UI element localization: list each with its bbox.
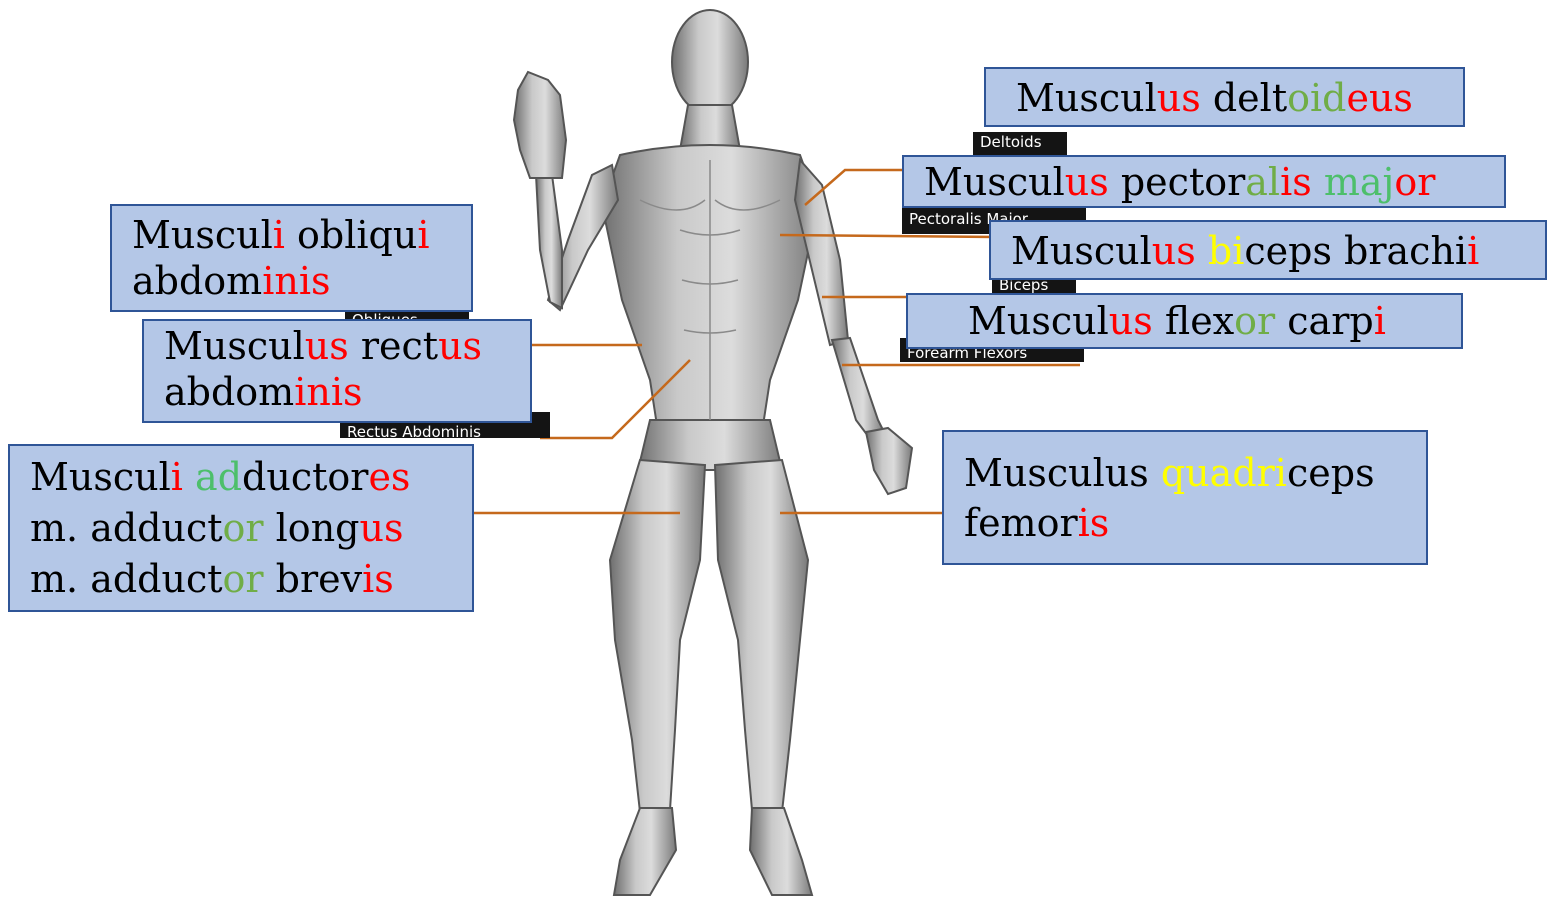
label-segment: Muscul [1016, 76, 1157, 120]
label-segment: us [305, 324, 349, 368]
label-segment: femor [964, 501, 1078, 545]
label-segment: Muscul [164, 324, 305, 368]
label-line: Musculi adductores [30, 452, 452, 503]
label-segment: ad [195, 455, 242, 499]
label-segment: ceps brachi [1244, 229, 1467, 273]
label-line: femoris [964, 498, 1406, 548]
label-musculus-pectoralis-major: Musculus pectoralis major [902, 155, 1506, 208]
figure-right-foot [614, 808, 676, 895]
human-muscle-figure [514, 10, 912, 895]
label-segment: us [1152, 229, 1196, 273]
label-segment: quadri [1161, 451, 1287, 495]
label-musculus-deltoideus: Musculus deltoideus [984, 67, 1465, 127]
label-segment: i [417, 213, 429, 257]
label-segment: bi [1208, 229, 1244, 273]
label-segment: Muscul [132, 213, 273, 257]
label-segment [1196, 229, 1208, 273]
label-line: Musculus quadriceps [964, 448, 1406, 498]
label-line: Musculi obliqui [132, 212, 451, 258]
label-segment: i [273, 213, 285, 257]
label-musculus-biceps-brachii: Musculus biceps brachii [989, 220, 1547, 280]
label-segment: Muscul [924, 160, 1065, 204]
label-line: Musculus flexor carpi [968, 295, 1441, 347]
label-segment: i [1374, 299, 1386, 343]
label-musculus-flexor-carpi: Musculus flexor carpi [906, 293, 1463, 349]
label-segment: is [1280, 160, 1312, 204]
label-segment: Muscul [1011, 229, 1152, 273]
figure-lower-forearm [832, 338, 884, 436]
label-segment: inis [294, 370, 362, 414]
label-line: Musculus deltoideus [1016, 69, 1443, 127]
label-line: Musculus pectoralis major [924, 157, 1484, 207]
label-segment: or [223, 506, 264, 550]
label-segment: abdom [164, 370, 294, 414]
label-segment: Musculus [964, 451, 1161, 495]
label-segment: oid [1287, 76, 1346, 120]
label-segment: or [223, 557, 264, 601]
label-line: abdominis [132, 258, 451, 304]
label-segment: or [1234, 299, 1275, 343]
label-segment: carp [1275, 299, 1374, 343]
label-segment: us [1157, 76, 1201, 120]
figure-raised-forearm [536, 175, 562, 308]
label-segment: brev [264, 557, 363, 601]
label-line: Musculus biceps brachii [1011, 222, 1525, 280]
label-segment: or [1394, 160, 1435, 204]
label-segment: us [438, 324, 482, 368]
label-segment [183, 455, 195, 499]
label-segment: Muscul [968, 299, 1109, 343]
label-segment: us [360, 506, 404, 550]
label-segment: al [1245, 160, 1280, 204]
label-segment: flex [1153, 299, 1234, 343]
label-segment: Muscul [30, 455, 171, 499]
label-segment: m. adduct [30, 506, 223, 550]
label-segment: delt [1201, 76, 1287, 120]
figure-head [672, 10, 748, 114]
label-segment: m. adduct [30, 557, 223, 601]
label-segment: ductor [242, 455, 368, 499]
label-segment: is [362, 557, 394, 601]
label-segment: us [1109, 299, 1153, 343]
label-segment: eus [1346, 76, 1412, 120]
label-segment: es [368, 455, 410, 499]
label-line: abdominis [164, 369, 510, 415]
label-segment: ceps [1287, 451, 1375, 495]
label-line: m. adductor brevis [30, 554, 452, 605]
label-segment: maj [1312, 160, 1395, 204]
label-segment: abdom [132, 259, 262, 303]
label-segment: rect [349, 324, 438, 368]
label-segment: i [171, 455, 183, 499]
label-segment: pector [1109, 160, 1246, 204]
label-segment: us [1065, 160, 1109, 204]
label-segment: is [1078, 501, 1110, 545]
figure-neck [680, 105, 740, 150]
tag-deltoids: Deltoids [973, 132, 1067, 156]
label-segment: obliqu [285, 213, 417, 257]
label-line: m. adductor longus [30, 503, 452, 554]
label-segment: long [264, 506, 360, 550]
label-segment: i [1467, 229, 1479, 273]
figure-lower-hand [866, 428, 912, 494]
label-segment: inis [262, 259, 330, 303]
label-line: Musculus rectus [164, 323, 510, 369]
figure-left-foot [750, 808, 812, 895]
figure-raised-hand [514, 72, 566, 178]
